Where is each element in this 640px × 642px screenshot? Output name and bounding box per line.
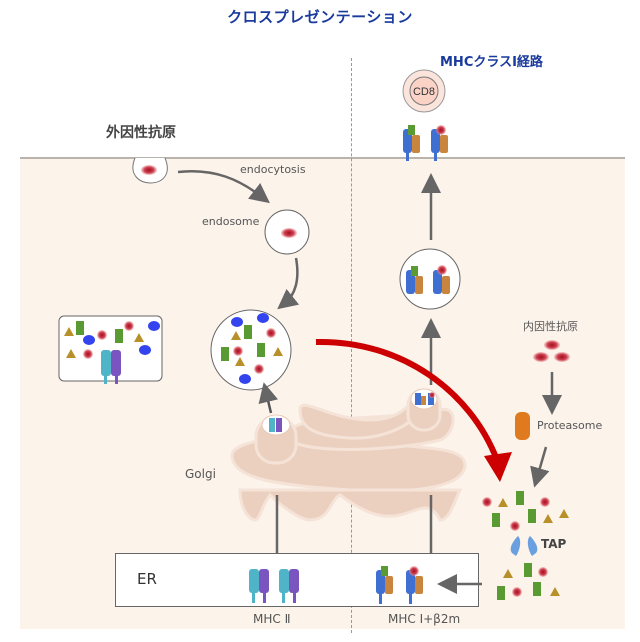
mhc1-with-peptide-icon	[403, 125, 420, 161]
er-peptides	[497, 563, 560, 600]
surface-mhc1-group	[403, 125, 448, 161]
mhc1-label: MHC Ⅰ+β2m	[388, 612, 461, 626]
golgi-label: Golgi	[185, 467, 216, 481]
cell-cytoplasm	[20, 157, 625, 629]
pathway-title: MHCクラスⅠ経路	[440, 55, 543, 70]
endocytosis-arrow	[177, 170, 270, 204]
mhc2-loading-compartment	[58, 315, 163, 384]
mhc2-label: MHC Ⅱ	[253, 612, 291, 626]
tap-right-icon	[527, 536, 538, 556]
endosome-antigen-icon	[281, 228, 297, 238]
endosome-label: endosome	[202, 215, 260, 228]
mhc1-transport-vesicle	[399, 248, 461, 310]
endosome-arrow	[277, 257, 300, 310]
endogenous-antigen-icon	[544, 340, 560, 350]
exogenous-antigen-label: 外因性抗原	[106, 125, 176, 141]
er-label: ER	[137, 570, 157, 588]
proteasome-label: Proteasome	[537, 419, 603, 432]
cd8-receptor: CD8	[402, 69, 446, 113]
er-mhc2-group	[249, 569, 299, 603]
tap-label: TAP	[541, 537, 567, 551]
golgi-to-vesicle-arrow	[258, 382, 279, 414]
cytosolic-peptides	[482, 491, 569, 531]
degraded-antigen-vesicle	[210, 309, 292, 391]
endocytosis-label: endocytosis	[240, 163, 306, 176]
diagram-title: クロスプレゼンテーション	[227, 8, 413, 26]
er-mhc1-group	[376, 566, 423, 604]
cross-presentation-arrow	[315, 338, 500, 462]
proteasome-icon	[515, 412, 530, 440]
endogenous-antigen-label: 内因性抗原	[523, 320, 578, 333]
exogenous-antigen-icon	[141, 165, 157, 175]
cd8-text: CD8	[413, 86, 435, 98]
proteasome-to-peptides-arrow	[530, 446, 550, 488]
tap-left-icon	[510, 536, 521, 556]
mhc1-with-antigen-icon	[431, 125, 448, 161]
